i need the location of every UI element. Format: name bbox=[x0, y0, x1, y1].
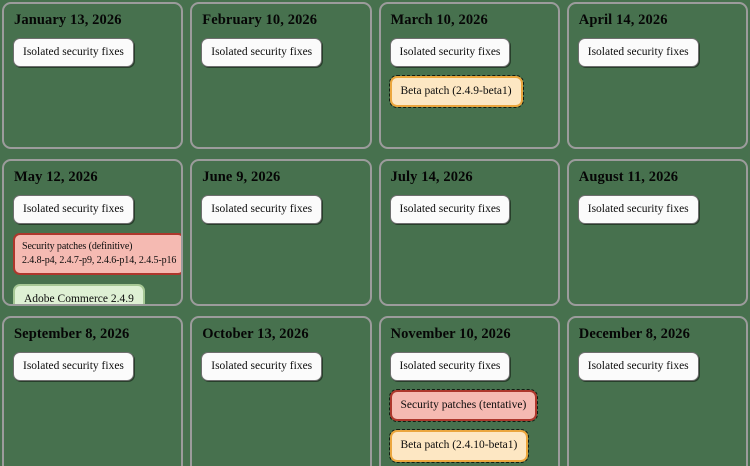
isolated-security-fixes-chip: Isolated security fixes bbox=[201, 195, 323, 225]
month-card-july: July 14, 2026 Isolated security fixes bbox=[378, 159, 560, 306]
security-patches-tentative-chip: Security patches (tentative) bbox=[388, 389, 539, 423]
month-card-march: March 10, 2026 Isolated security fixes B… bbox=[378, 2, 560, 149]
month-card-december: December 8, 2026 Isolated security fixes bbox=[566, 316, 748, 466]
isolated-security-fixes-chip: Isolated security fixes bbox=[389, 195, 511, 225]
month-title: June 9, 2026 bbox=[202, 169, 281, 185]
commerce-release-chip: Adobe Commerce 2.4.9 bbox=[13, 284, 145, 304]
security-patches-definitive-chip: Security patches (definitive) 2.4.8-p4, … bbox=[13, 233, 182, 276]
month-title: December 8, 2026 bbox=[578, 326, 691, 342]
month-items: Isolated security fixes bbox=[201, 38, 360, 68]
isolated-security-fixes-chip: Isolated security fixes bbox=[389, 38, 511, 68]
beta-patch-chip: Beta patch (2.4.9-beta1) bbox=[388, 75, 524, 109]
beta-patch-chip: Beta patch (2.4.10-beta1) bbox=[388, 429, 530, 463]
month-card-june: June 9, 2026 Isolated security fixes bbox=[190, 159, 372, 306]
month-items: Isolated security fixes bbox=[577, 352, 737, 382]
month-items: Isolated security fixes Security patches… bbox=[388, 352, 549, 463]
chip-label: Security patches (definitive) bbox=[22, 241, 133, 253]
month-title: July 14, 2026 bbox=[390, 169, 473, 185]
month-items: Isolated security fixes bbox=[13, 38, 172, 68]
isolated-security-fixes-chip: Isolated security fixes bbox=[13, 38, 134, 68]
month-title: October 13, 2026 bbox=[202, 326, 309, 342]
isolated-security-fixes-chip: Isolated security fixes bbox=[577, 195, 699, 225]
isolated-security-fixes-chip: Isolated security fixes bbox=[201, 352, 323, 382]
month-title: May 12, 2026 bbox=[14, 169, 98, 185]
month-title: February 10, 2026 bbox=[202, 12, 318, 28]
isolated-security-fixes-chip: Isolated security fixes bbox=[577, 352, 699, 382]
month-items: Isolated security fixes bbox=[577, 38, 737, 68]
month-card-august: August 11, 2026 Isolated security fixes bbox=[566, 159, 748, 306]
chip-sublabel: 2.4.8-p4, 2.4.7-p9, 2.4.6-p14, 2.4.5-p16 bbox=[22, 255, 177, 267]
month-title: March 10, 2026 bbox=[390, 12, 488, 28]
month-title: November 10, 2026 bbox=[390, 326, 511, 342]
month-items: Isolated security fixes bbox=[577, 195, 737, 225]
month-title: April 14, 2026 bbox=[578, 12, 668, 28]
isolated-security-fixes-chip: Isolated security fixes bbox=[13, 352, 134, 382]
month-card-may: May 12, 2026 Isolated security fixes Sec… bbox=[2, 159, 184, 306]
month-items: Isolated security fixes bbox=[389, 195, 549, 225]
month-items: Isolated security fixes Security patches… bbox=[13, 195, 182, 304]
month-card-april: April 14, 2026 Isolated security fixes bbox=[566, 2, 748, 149]
month-title: September 8, 2026 bbox=[14, 326, 130, 342]
month-card-february: February 10, 2026 Isolated security fixe… bbox=[190, 2, 372, 149]
isolated-security-fixes-chip: Isolated security fixes bbox=[201, 38, 323, 68]
month-items: Isolated security fixes bbox=[201, 352, 360, 382]
month-card-january: January 13, 2026 Isolated security fixes bbox=[2, 2, 184, 149]
isolated-security-fixes-chip: Isolated security fixes bbox=[13, 195, 134, 225]
isolated-security-fixes-chip: Isolated security fixes bbox=[577, 38, 699, 68]
month-title: August 11, 2026 bbox=[578, 169, 679, 185]
month-card-november: November 10, 2026 Isolated security fixe… bbox=[378, 316, 560, 466]
month-card-september: September 8, 2026 Isolated security fixe… bbox=[2, 316, 184, 466]
isolated-security-fixes-chip: Isolated security fixes bbox=[389, 352, 511, 382]
month-card-october: October 13, 2026 Isolated security fixes bbox=[190, 316, 372, 466]
month-items: Isolated security fixes bbox=[13, 352, 172, 382]
month-items: Isolated security fixes bbox=[201, 195, 360, 225]
month-title: January 13, 2026 bbox=[14, 12, 122, 28]
month-items: Isolated security fixes Beta patch (2.4.… bbox=[388, 38, 549, 109]
